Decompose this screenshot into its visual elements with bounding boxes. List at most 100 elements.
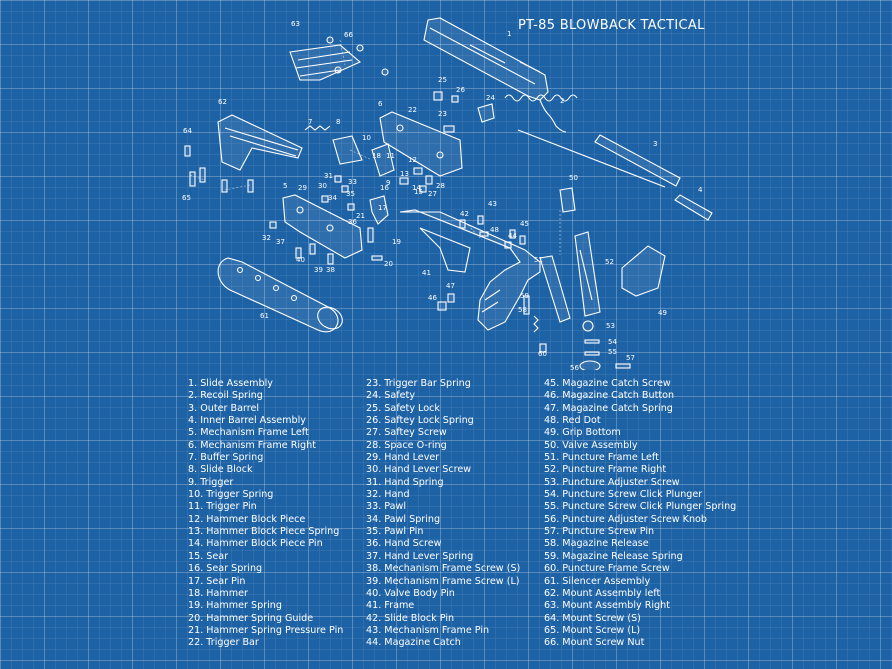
legend-item: 24. Safety [366, 390, 415, 402]
callout-number: 52 [605, 258, 614, 266]
legend-item: 41. Frame [366, 600, 415, 612]
part-hand-pawl-parts [269, 175, 383, 265]
legend-item: 55. Puncture Screw Click Plunger Spring [544, 501, 737, 513]
callout-number: 4 [698, 186, 703, 194]
legend-item: 45. Magazine Catch Screw [544, 378, 671, 389]
callout-number: 9 [386, 179, 390, 187]
legend-item: 64. Mount Screw (S) [544, 612, 641, 624]
part-frame [399, 209, 541, 331]
callout-number: 17 [378, 204, 387, 212]
callout-number: 10 [362, 134, 371, 142]
callout-number: 26 [456, 86, 465, 94]
legend-item: 37. Hand Lever Spring [366, 550, 474, 562]
legend-item: 47. Magazine Catch Spring [544, 402, 673, 414]
part-mechanism-frame-right [379, 111, 463, 177]
legend-item: 4. Inner Barrel Assembly [188, 415, 306, 427]
callout-number: 35 [346, 190, 355, 198]
legend-item: 59. Magazine Release Spring [544, 550, 683, 562]
legend-item: 29. Hand Lever [366, 452, 440, 464]
legend-item: 17. Sear Pin [188, 575, 246, 587]
legend-item: 15. Sear [188, 550, 229, 562]
legend-item: 54. Puncture Screw Click Plunger [544, 489, 703, 501]
legend-item: 44. Magazine Catch [366, 637, 461, 649]
part-trigger [369, 195, 389, 225]
legend-item: 2. Recoil Spring [188, 390, 263, 402]
part-frame-pins [437, 215, 526, 311]
legend-item: 52. Puncture Frame Right [544, 464, 667, 476]
part-grip-bottom [621, 245, 666, 297]
callout-number: 13 [400, 170, 409, 178]
part-mechanism-frame-left [282, 194, 363, 259]
legend-item: 5. Mechanism Frame Left [188, 427, 309, 439]
callout-number: 62 [218, 98, 227, 106]
callout-number: 30 [318, 182, 327, 190]
callout-number: 19 [392, 238, 401, 246]
exploded-parts-diagram: 1234567891011121314151617181920212223242… [182, 17, 713, 370]
legend-item: 21. Hammer Spring Pressure Pin [188, 624, 344, 636]
callout-number: 22 [408, 106, 417, 114]
legend-item: 34. Pawl Spring [366, 513, 441, 525]
legend-item: 56. Puncture Adjuster Screw Knob [544, 513, 707, 525]
callout-number: 42 [460, 210, 469, 218]
legend-item: 40. Valve Body Pin [366, 587, 455, 599]
callout-number: 64 [183, 127, 192, 135]
legend-item: 28. Space O-ring [366, 439, 447, 451]
callout-number: 31 [324, 172, 333, 180]
legend-item: 51. Puncture Frame Left [544, 452, 659, 464]
part-mount-assembly-right [289, 44, 362, 81]
callout-number: 6 [378, 100, 383, 108]
callout-number: 5 [283, 182, 287, 190]
legend-item: 33. Pawl [366, 501, 407, 513]
callout-number: 60 [538, 350, 547, 358]
callout-number: 29 [298, 184, 307, 192]
legend-item: 57. Puncture Screw Pin [544, 526, 655, 538]
legend-item: 12. Hammer Block Piece [188, 513, 306, 525]
callout-number: 20 [384, 260, 393, 268]
callout-number: 59 [520, 292, 529, 300]
callout-number: 25 [438, 76, 447, 84]
part-recoil-spring [504, 94, 578, 133]
callout-number: 53 [606, 322, 615, 330]
legend-item: 50. Valve Assembly [544, 439, 638, 451]
callout-number: 43 [488, 200, 497, 208]
callout-number: 27 [428, 190, 437, 198]
legend-item: 22. Trigger Bar [188, 637, 259, 649]
callout-number: 3 [653, 140, 657, 148]
legend-item: 38. Mechanism Frame Screw (S) [366, 563, 521, 575]
callout-number: 50 [569, 174, 578, 182]
part-hammer [371, 143, 395, 177]
legend-item: 46. Magazine Catch Button [544, 390, 675, 402]
legend-item: 58. Magazine Release [544, 538, 649, 550]
legend-item: 1. Slide Assembly [188, 378, 273, 389]
part-safety-lock-parts [399, 91, 459, 193]
callout-number: 7 [308, 118, 312, 126]
callout-number: 1 [507, 30, 511, 38]
part-safety [477, 103, 495, 123]
legend-item: 43. Mechanism Frame Pin [366, 624, 490, 636]
callout-number: 23 [438, 110, 447, 118]
legend-item: 13. Hammer Block Piece Spring [188, 526, 340, 538]
callout-number: 37 [276, 238, 285, 246]
legend-item: 63. Mount Assembly Right [544, 600, 670, 612]
part-mount-screws [184, 36, 389, 193]
legend-item: 36. Hand Screw [366, 538, 442, 550]
callout-number: 48 [490, 226, 499, 234]
diagram-title: PT-85 BLOWBACK TACTICAL [518, 18, 705, 33]
callout-number: 2 [560, 97, 564, 105]
legend-item: 32. Hand [366, 489, 410, 501]
callout-number: 16 [380, 184, 389, 192]
callout-number: 58 [518, 306, 527, 314]
part-outer-barrel [594, 134, 681, 187]
part-silencer-assembly [217, 257, 343, 333]
guide-lines [189, 39, 561, 255]
part-magazine-release-parts [504, 241, 547, 353]
legend-item: 42. Slide Block Pin [366, 612, 455, 624]
callout-number: 36 [348, 218, 357, 226]
part-valve-assembly [559, 187, 576, 213]
part-mount-assembly-left [217, 114, 303, 171]
callout-number: 14 [412, 184, 421, 192]
legend-item: 6. Mechanism Frame Right [188, 439, 316, 451]
